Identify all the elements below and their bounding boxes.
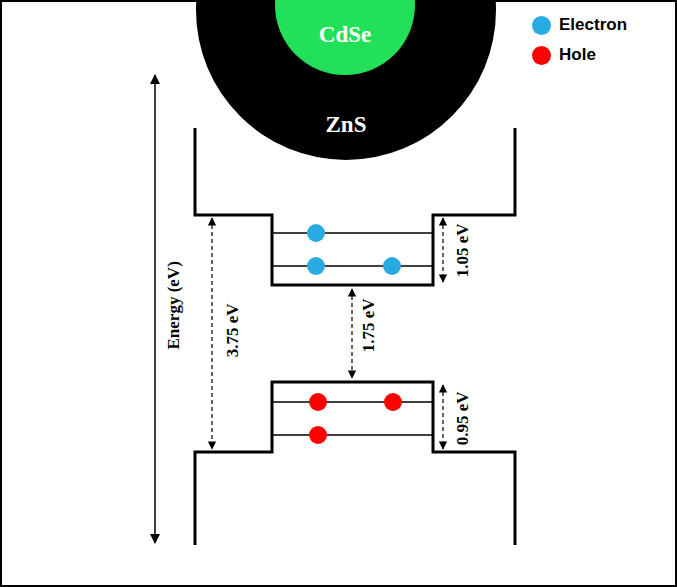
dimension-arrow — [442, 385, 443, 449]
energy-axis — [154, 75, 156, 543]
legend-swatch — [532, 46, 551, 65]
hole-dot — [309, 393, 327, 411]
dimension-label: 1.75 eV — [360, 296, 379, 354]
legend-entry: Hole — [532, 45, 596, 65]
legend-text: Hole — [559, 45, 596, 65]
dimension-arrow — [442, 218, 443, 282]
electron-level — [272, 265, 433, 267]
hole-level — [272, 434, 433, 436]
electron-dot — [307, 224, 325, 242]
hole-dot — [384, 393, 402, 411]
node-label: CdSe — [319, 22, 371, 48]
valence-band — [195, 382, 515, 545]
hole-dot — [309, 426, 327, 444]
core-circle: CdSe — [275, 0, 415, 75]
dimension-arrow — [211, 218, 212, 449]
electron-level — [272, 232, 433, 234]
axis-label: Energy (eV) — [165, 259, 184, 351]
electron-dot — [307, 257, 325, 275]
dimension-arrow — [351, 289, 352, 378]
electron-dot — [383, 257, 401, 275]
dimension-label: 3.75 eV — [224, 301, 243, 359]
node-label: ZnS — [326, 112, 367, 138]
dimension-label: 1.05 eV — [454, 221, 473, 279]
legend-swatch — [532, 16, 551, 35]
dimension-label: 0.95 eV — [454, 389, 473, 447]
shell-circle: ZnS CdSe — [196, 0, 496, 160]
legend-entry: Electron — [532, 15, 627, 35]
legend-text: Electron — [559, 15, 627, 35]
hole-level — [272, 401, 433, 403]
